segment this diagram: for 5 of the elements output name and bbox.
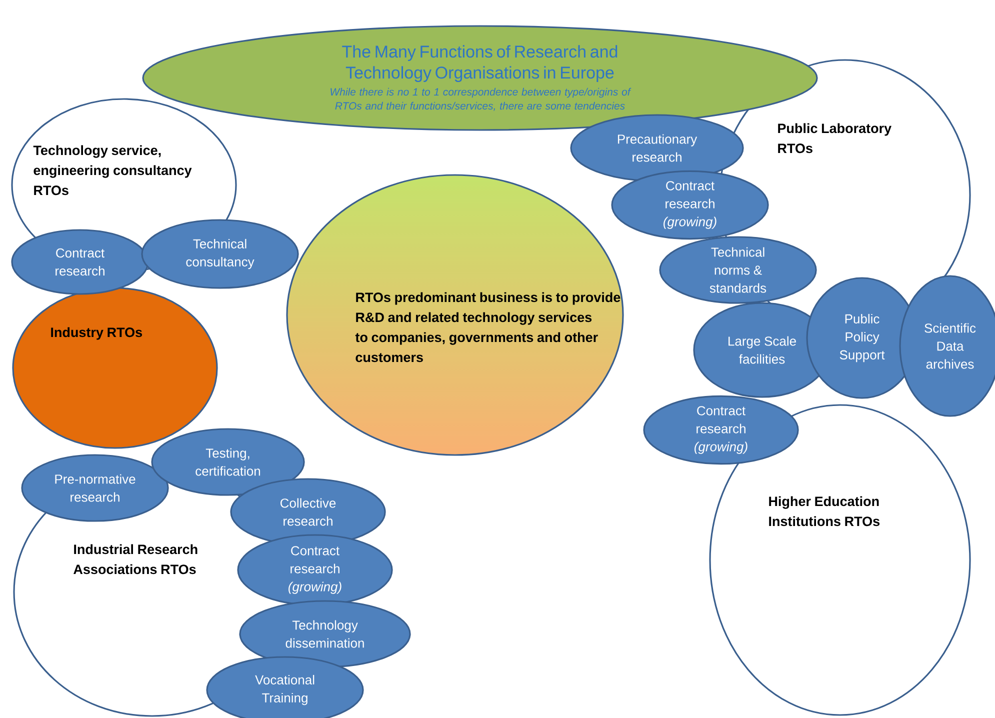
group-label: RTOs predominant business is to provide R&D and related technology services to companies, governments and other customers bbox=[355, 292, 620, 362]
group-label: Higher Education Institutions RTOs bbox=[769, 496, 880, 526]
group-label: Technology service, engineering consultancy RTOs bbox=[33, 145, 192, 196]
group-label: Industrial Research Associations RTOs bbox=[74, 544, 198, 574]
group-label: Industry RTOs bbox=[51, 327, 142, 340]
